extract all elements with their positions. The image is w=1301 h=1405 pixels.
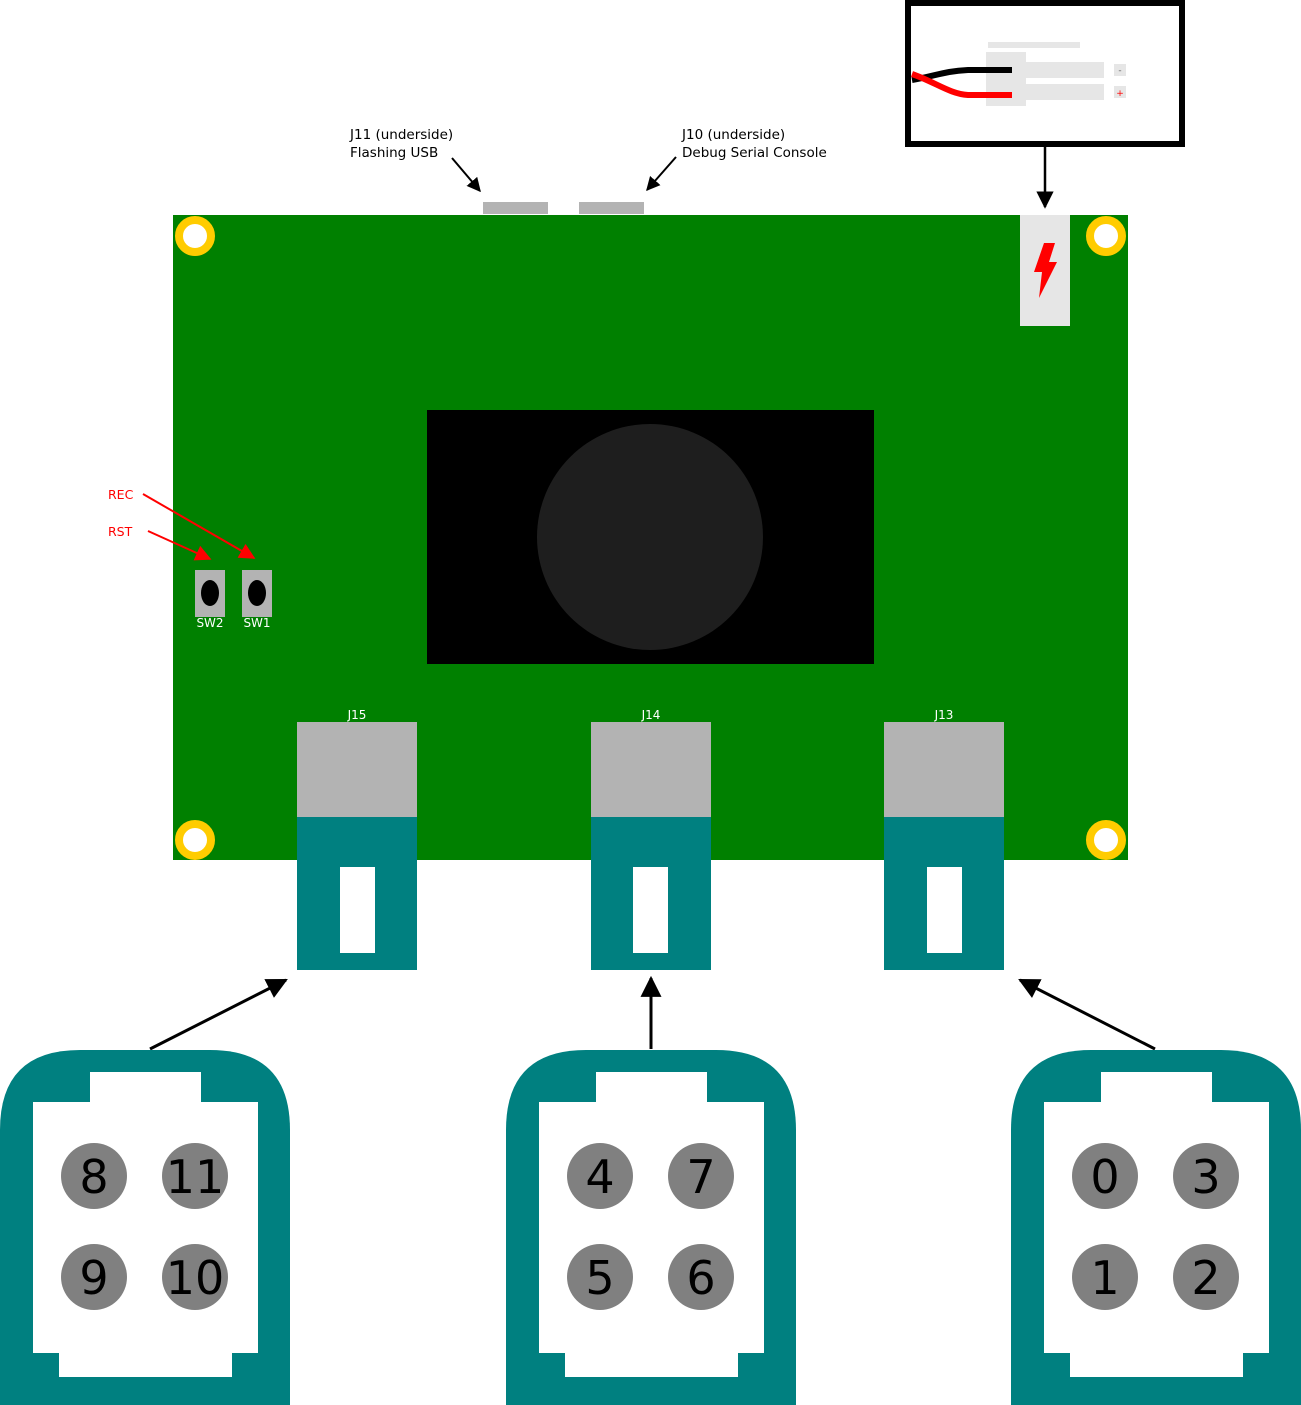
- pin-circle: [567, 1143, 633, 1209]
- plus-marker: [1114, 86, 1126, 98]
- pin-group: 4 7 5 6: [567, 1143, 734, 1310]
- minus-marker: [1114, 64, 1126, 76]
- j13-label: J13: [934, 708, 954, 722]
- sw1-label: SW1: [243, 616, 270, 630]
- plug-window: [33, 1072, 258, 1377]
- pin-label: 11: [166, 1150, 225, 1204]
- mount-hole-top-left: [175, 216, 215, 256]
- sw2-actuator[interactable]: [201, 580, 219, 606]
- pin-label: 5: [585, 1251, 614, 1305]
- plug-pin-minus: [1026, 62, 1104, 78]
- j10-arrow: [646, 156, 677, 192]
- pin-circle: [1173, 1244, 1239, 1310]
- plug-right: 0 3 1 2: [1011, 1050, 1301, 1405]
- pin-label: 10: [166, 1251, 225, 1305]
- j11-label-line1: J11 (underside): [349, 127, 453, 143]
- red-wire: [910, 71, 1012, 98]
- j15-housing: [297, 722, 417, 817]
- plug-window: [539, 1072, 764, 1377]
- pin-circle: [668, 1244, 734, 1310]
- lightning-bolt-icon: [1034, 243, 1057, 298]
- plug-window: [1044, 1072, 1269, 1377]
- header-j15: J15: [297, 708, 417, 970]
- sw1-button[interactable]: [242, 570, 272, 617]
- pin-circle: [1072, 1143, 1138, 1209]
- sw1-actuator[interactable]: [248, 580, 266, 606]
- sw2-label: SW2: [196, 616, 223, 630]
- pin-label: 7: [686, 1150, 715, 1204]
- j10-label-line1: J10 (underside): [681, 127, 785, 143]
- mount-holes: [175, 216, 1126, 860]
- j11-arrow: [451, 157, 481, 193]
- pin-label: 2: [1191, 1251, 1220, 1305]
- pin-group: 0 3 1 2: [1072, 1143, 1239, 1310]
- power-connector-inset: - +: [905, 0, 1185, 147]
- j11-label-line2: Flashing USB: [350, 145, 438, 161]
- pin-label: 4: [585, 1150, 614, 1204]
- j14-slot: [633, 867, 668, 953]
- plug-body-top: [988, 42, 1080, 48]
- pin-label: 8: [79, 1150, 108, 1204]
- pin-label: 0: [1090, 1150, 1119, 1204]
- center-lens: [537, 424, 763, 650]
- pin-circle: [668, 1143, 734, 1209]
- plug-left: 8 11 9 10: [0, 1050, 290, 1405]
- pin-circle: [61, 1143, 127, 1209]
- pin-label: 1: [1090, 1251, 1119, 1305]
- pin-circle: [1173, 1143, 1239, 1209]
- pin-circle: [61, 1244, 127, 1310]
- plug-right-arrow: [1018, 978, 1156, 1051]
- mount-hole-bottom-right: [1086, 820, 1126, 860]
- pin-label: 9: [79, 1251, 108, 1305]
- pin-circle: [567, 1244, 633, 1310]
- pin-circle: [162, 1143, 228, 1209]
- j13-housing: [884, 722, 1004, 817]
- mount-hole-top-right: [1086, 216, 1126, 256]
- plug-left-arrow: [149, 978, 288, 1051]
- header-j14: J14: [591, 708, 711, 970]
- header-j13: J13: [884, 708, 1004, 970]
- j10-label-line2: Debug Serial Console: [682, 145, 827, 161]
- pin-circle: [1072, 1244, 1138, 1310]
- pin-group: 8 11 9 10: [61, 1143, 228, 1310]
- rst-label: RST: [108, 524, 133, 539]
- plug-pin-plus: [1026, 84, 1104, 100]
- rec-label: REC: [108, 487, 134, 502]
- rec-arrow: [142, 493, 256, 559]
- j10-connector: [579, 202, 644, 214]
- pin-label: 6: [686, 1251, 715, 1305]
- sw2-button[interactable]: [195, 570, 225, 617]
- j15-slot: [340, 867, 375, 953]
- mount-hole-bottom-left: [175, 820, 215, 860]
- j13-slot: [927, 867, 962, 953]
- pin-circle: [162, 1244, 228, 1310]
- plug-middle: 4 7 5 6: [506, 1050, 796, 1405]
- minus-label: -: [1118, 66, 1121, 76]
- rst-arrow: [147, 530, 212, 561]
- j14-housing: [591, 722, 711, 817]
- plus-label: +: [1116, 89, 1124, 99]
- j14-label: J14: [641, 708, 661, 722]
- pin-label: 3: [1191, 1150, 1220, 1204]
- j11-connector: [483, 202, 548, 214]
- j15-label: J15: [347, 708, 367, 722]
